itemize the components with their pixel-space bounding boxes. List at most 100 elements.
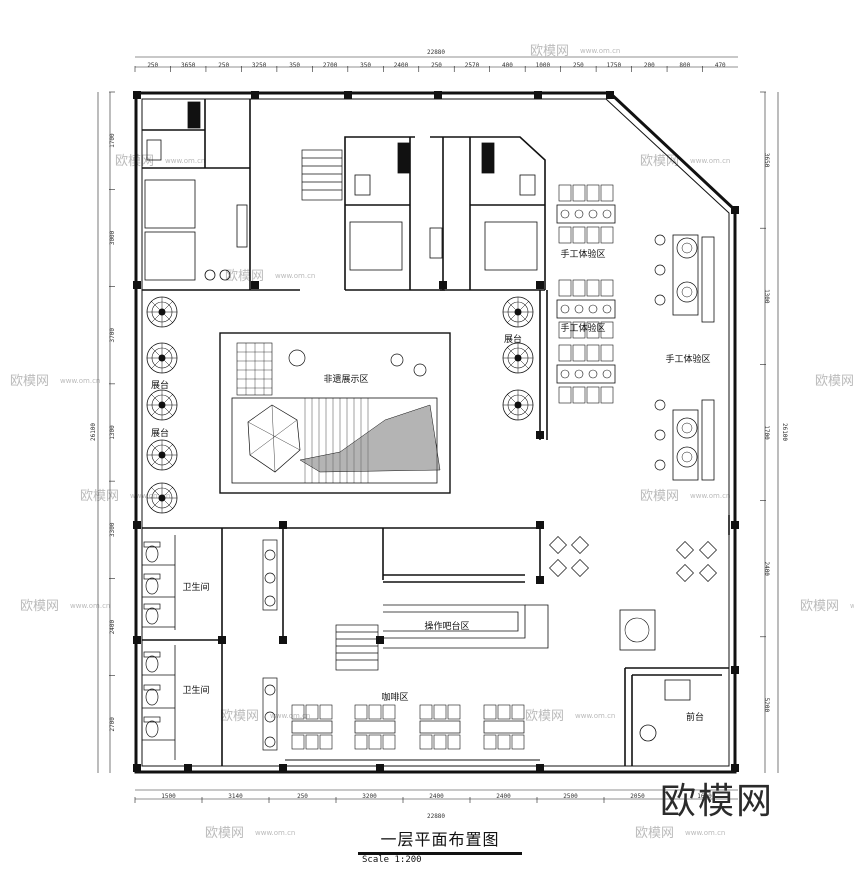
- dimension-label: 3650: [763, 153, 770, 168]
- label-handcraft-2: 手工体验区: [560, 322, 605, 334]
- column: [251, 281, 259, 289]
- watermark-text: 欧模网: [800, 599, 839, 614]
- dimension-label: 2500: [563, 793, 578, 800]
- long-table: [672, 234, 699, 316]
- label-craft-display: 非遗展示区: [323, 373, 368, 385]
- watermark-url: www.om.cn: [275, 272, 315, 280]
- table-set: [556, 344, 616, 404]
- dimension-label: 1500: [161, 793, 176, 800]
- column: [731, 666, 739, 674]
- toilet: [142, 684, 175, 709]
- column: [279, 521, 287, 529]
- label-handcraft-1: 手工体验区: [560, 248, 605, 260]
- long-table: [672, 409, 699, 481]
- watermark-text: 欧模网: [815, 374, 854, 389]
- dimension-right-total: 26100: [781, 423, 788, 441]
- booth-medallion: [146, 296, 178, 328]
- label-restroom-1: 卫生间: [182, 581, 209, 593]
- column: [133, 91, 141, 99]
- dimension-label: 250: [297, 793, 308, 800]
- dimension-label: 2700: [109, 717, 116, 732]
- stool: [654, 399, 666, 411]
- vanity-counter: [262, 677, 278, 751]
- toilet: [142, 603, 175, 628]
- craft-display-zone: [219, 332, 451, 494]
- column: [133, 281, 141, 289]
- plan-title: 一层平面布置图: [380, 830, 500, 849]
- dimension-label: 800: [679, 62, 690, 69]
- dimension-label: 2570: [465, 62, 480, 69]
- table-set: [556, 184, 616, 244]
- dimension-label: 3700: [109, 328, 116, 343]
- label-bar: 操作吧台区: [424, 620, 469, 632]
- brand-logo: 欧模网: [660, 781, 775, 822]
- washbasin: [264, 572, 276, 584]
- outer-walls: [134, 91, 737, 774]
- column: [184, 764, 192, 772]
- watermark-text: 欧模网: [525, 709, 564, 724]
- booth-medallion: [502, 389, 534, 421]
- column: [536, 521, 544, 529]
- column: [731, 521, 739, 529]
- booth-medallion: [502, 296, 534, 328]
- toilet: [142, 573, 175, 598]
- side-counter: [701, 399, 715, 481]
- dimension-label: 2400: [109, 619, 116, 634]
- column: [434, 91, 442, 99]
- label-booth-2: 展台: [151, 379, 169, 391]
- label-restroom-2: 卫生间: [182, 684, 209, 696]
- watermark-text: 欧模网: [225, 269, 264, 284]
- stool: [654, 459, 666, 471]
- dimension-label: 1300: [109, 425, 116, 440]
- column: [133, 636, 141, 644]
- dimension-label: 3140: [228, 793, 243, 800]
- column: [133, 521, 141, 529]
- washbasin: [264, 736, 276, 748]
- booth-medallion: [146, 342, 178, 374]
- stool: [654, 234, 666, 246]
- column: [534, 91, 542, 99]
- dimension-label: 250: [147, 62, 158, 69]
- cafe-chair: [699, 541, 717, 559]
- dimension-lines: [97, 56, 779, 800]
- dimension-label: 3000: [109, 230, 116, 245]
- dimension-label: 1700: [763, 425, 770, 440]
- interior-walls: [142, 99, 730, 766]
- cafe-booth: [419, 704, 461, 750]
- column: [279, 764, 287, 772]
- dimension-label: 2400: [496, 793, 511, 800]
- column: [536, 281, 544, 289]
- handcraft-tables: [556, 184, 715, 481]
- watermark-url: www.om.cn: [690, 492, 730, 500]
- structural-columns: [133, 91, 739, 772]
- cafe-seating: [262, 536, 717, 761]
- column: [731, 764, 739, 772]
- plan-title-block: 一层平面布置图: [350, 826, 530, 855]
- title-underline: [358, 852, 522, 855]
- watermark-text: 欧模网: [205, 826, 244, 841]
- watermark-url: www.om.cn: [580, 47, 620, 55]
- cafe-chair: [676, 564, 694, 582]
- stool: [654, 264, 666, 276]
- dimension-label: 350: [289, 62, 300, 69]
- watermark-text: 欧模网: [80, 489, 119, 504]
- label-cafe: 咖啡区: [381, 691, 408, 703]
- scale-note: Scale 1:200: [362, 855, 422, 865]
- dimension-label: 1600: [697, 793, 712, 800]
- dimension-top-total: 22880: [427, 49, 445, 56]
- label-booth-1: 展台: [504, 333, 522, 345]
- toilet: [142, 541, 175, 566]
- dimension-ticks: [109, 66, 766, 803]
- watermark-text: 欧模网: [10, 374, 49, 389]
- dimension-label: 2400: [394, 62, 409, 69]
- column: [344, 91, 352, 99]
- watermark-text: 欧模网: [640, 489, 679, 504]
- watermark-text: 欧模网: [220, 709, 259, 724]
- cafe-chair: [549, 559, 567, 577]
- cafe-booth: [291, 704, 333, 750]
- column: [376, 636, 384, 644]
